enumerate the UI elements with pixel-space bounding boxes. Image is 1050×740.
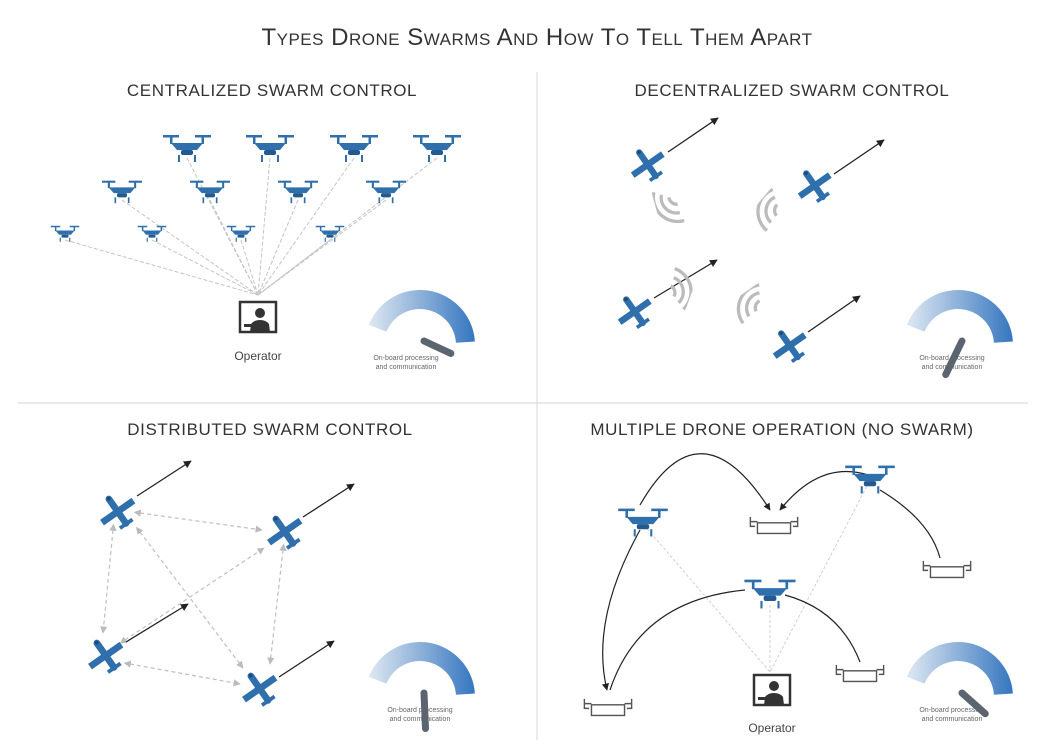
quadcopter-icon — [226, 225, 256, 242]
peer-links — [100, 509, 287, 687]
operator-icon — [238, 300, 278, 334]
quadcopter-icon — [618, 508, 668, 537]
heading-arrow — [807, 295, 861, 333]
quadcopter-icon — [50, 225, 80, 242]
quadcopter-icon — [163, 135, 211, 162]
gauge-caption: On-board processing — [387, 707, 452, 714]
signal-wave-icon — [747, 186, 792, 233]
landing-pad-icon — [835, 664, 885, 683]
flight-paths — [601, 453, 941, 691]
gauge-caption: and communication — [922, 716, 983, 723]
quadrant-heading: DECENTRALIZED SWARM CONTROL — [635, 81, 950, 100]
fixed-wing-drone-icon — [625, 142, 671, 188]
quadcopter-icon — [744, 579, 796, 609]
quadrant-centralized: CENTRALIZED SWARM CONTROL Operator — [50, 81, 475, 371]
heading-arrow — [667, 117, 719, 153]
signal-wave-icon — [650, 184, 686, 229]
gauge-icon: On-board processing and communication — [368, 642, 475, 733]
gauge-caption: and communication — [922, 364, 983, 371]
quadcopter-icon — [137, 225, 167, 242]
fixed-wing-drone-icon — [236, 665, 284, 713]
signal-wave-icon — [727, 281, 774, 325]
fixed-wing-drone-icon — [792, 163, 838, 209]
quadrant-heading: DISTRIBUTED SWARM CONTROL — [127, 420, 412, 439]
operator-icon — [752, 673, 792, 707]
heading-arrow — [653, 259, 718, 299]
landing-pad-icon — [922, 560, 972, 579]
fixed-wing-drone-icon — [612, 289, 658, 335]
gauge-icon: On-board processing and communication — [368, 290, 475, 371]
landing-pad-icon — [749, 516, 799, 535]
quadcopter-icon — [330, 135, 378, 162]
quadrant-multiple: MULTIPLE DRONE OPERATION (NO SWARM) Oper… — [583, 420, 1013, 735]
landing-pad-icon — [583, 698, 633, 717]
heading-arrow — [136, 460, 192, 497]
gauge-caption: On-board processing — [919, 707, 984, 714]
gauge-caption: and communication — [390, 716, 451, 723]
quadcopter-icon — [366, 180, 406, 204]
heading-arrow — [278, 640, 335, 678]
operator-label: Operator — [748, 721, 795, 735]
gauge-icon: On-board processing and communication — [906, 642, 1013, 723]
heading-arrow — [302, 483, 355, 518]
fixed-wing-drone-icon — [767, 323, 813, 369]
gauge-caption: On-board processing — [373, 355, 438, 362]
quadrant-decentralized: DECENTRALIZED SWARM CONTROL On-board pro… — [612, 81, 1013, 379]
heading-arrow — [125, 603, 189, 643]
quadrant-distributed: DISTRIBUTED SWARM CONTROL On-board proce… — [82, 420, 475, 733]
gauge-caption: On-board processing — [919, 355, 984, 362]
fixed-wing-drone-icon — [94, 488, 142, 536]
quadcopter-icon — [845, 465, 895, 494]
control-links — [643, 481, 870, 673]
quadcopter-icon — [278, 180, 318, 204]
heading-arrow — [833, 139, 885, 175]
quadcopter-icon — [102, 180, 142, 204]
fixed-wing-drone-icon — [261, 508, 309, 556]
operator-label: Operator — [234, 349, 281, 363]
quadrant-heading: CENTRALIZED SWARM CONTROL — [127, 81, 417, 100]
page-title: Types Drone Swarms And How To Tell Them … — [261, 24, 812, 51]
gauge-icon: On-board processing and communication — [906, 290, 1013, 379]
fixed-wing-drone-icon — [82, 632, 130, 680]
gauge-caption: and communication — [376, 364, 437, 371]
quadcopter-icon — [190, 180, 230, 204]
quadcopter-icon — [246, 135, 294, 162]
quadcopter-icon — [413, 135, 461, 162]
quadrant-heading: MULTIPLE DRONE OPERATION (NO SWARM) — [590, 420, 973, 439]
